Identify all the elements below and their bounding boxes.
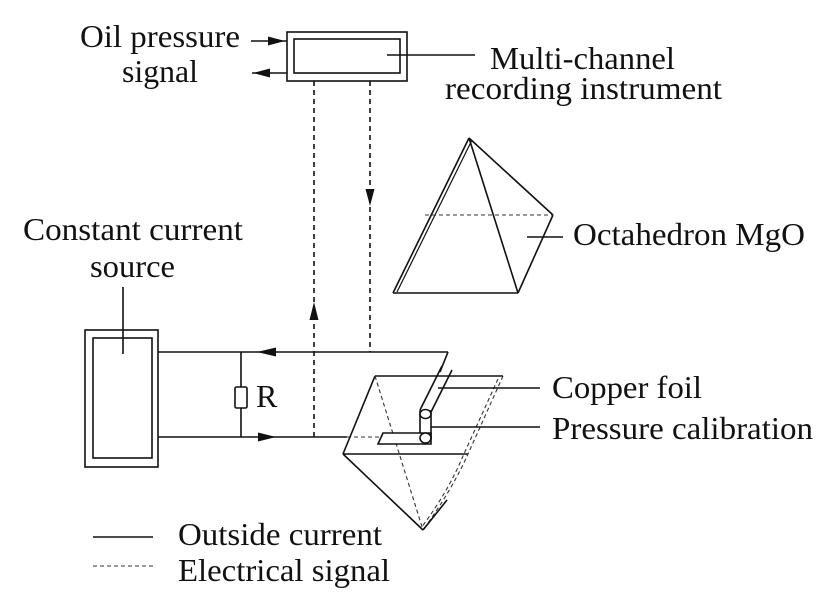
source-label-line1: Constant current	[23, 211, 243, 247]
pressure-calibration-label: Pressure calibration	[552, 410, 813, 446]
arrow-right-icon	[258, 432, 276, 442]
octahedron-label: Octahedron MgO	[573, 216, 805, 252]
arrow-left-icon	[253, 68, 270, 78]
source-inner-box	[92, 337, 153, 459]
signal-line-left	[309, 81, 319, 437]
oil-pressure-label-line2: signal	[122, 53, 198, 89]
recorder-label-line2: recording instrument	[445, 70, 722, 106]
octahedron-mgo-pyramid	[392, 137, 563, 294]
pressure-calibration-element	[376, 408, 540, 445]
recorder-inner-box	[293, 38, 401, 74]
legend-label: Outside current	[178, 516, 382, 552]
copper-foil	[419, 365, 540, 413]
signal-line-right	[365, 81, 375, 352]
calibration-plate	[376, 432, 432, 445]
recording-instrument	[286, 31, 475, 82]
arrow-down-icon	[365, 189, 375, 206]
oil-pressure-label-line1: Oil pressure	[80, 18, 240, 54]
resistor	[234, 352, 248, 437]
legend-item-electrical-signal: Electrical signal	[93, 552, 390, 588]
constant-current-source	[84, 287, 159, 468]
arrow-right-icon	[268, 36, 285, 46]
source-label-line2: source	[90, 248, 175, 284]
oil-pressure-in-arrow	[251, 36, 287, 46]
current-wire-bottom	[158, 432, 380, 442]
legend-label: Electrical signal	[178, 552, 390, 588]
recorder-label-line1: Multi-channel	[490, 40, 675, 76]
copper-foil-label: Copper foil	[552, 369, 702, 405]
legend: Outside current Electrical signal	[93, 516, 390, 588]
arrow-up-icon	[309, 302, 319, 320]
current-wire-top	[158, 347, 448, 357]
oil-pressure-out-arrow	[252, 68, 287, 78]
resistor-label: R	[256, 378, 278, 414]
sample-assembly	[342, 351, 540, 531]
arrow-left-icon	[257, 347, 276, 357]
resistor-body	[234, 386, 248, 409]
legend-item-outside-current: Outside current	[93, 516, 382, 552]
